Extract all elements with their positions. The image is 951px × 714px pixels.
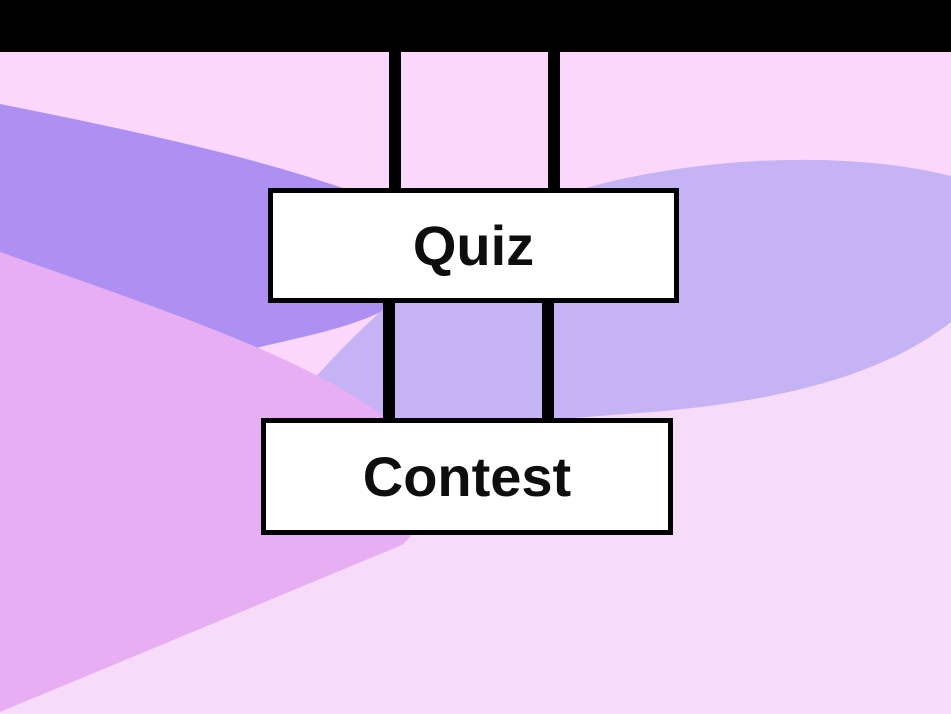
contest-sign[interactable]: Contest xyxy=(261,418,673,535)
quiz-rope-left xyxy=(389,52,401,192)
magenta-wave xyxy=(0,252,428,712)
quiz-sign-label: Quiz xyxy=(412,213,535,277)
contest-sign-label: Contest xyxy=(362,444,572,508)
ceiling-bar xyxy=(0,0,951,52)
quiz-rope-right xyxy=(548,52,560,192)
quiz-sign[interactable]: Quiz xyxy=(268,188,679,303)
contest-rope-right xyxy=(542,300,554,422)
contest-rope-left xyxy=(383,300,395,422)
